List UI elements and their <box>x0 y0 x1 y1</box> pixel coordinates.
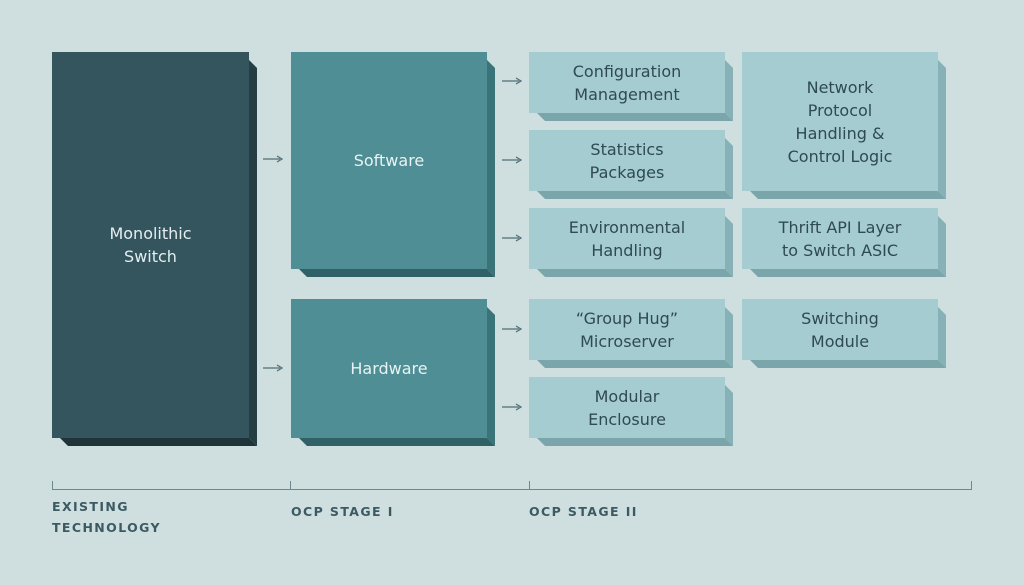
network-protocol-label: Network Protocol Handling & Control Logi… <box>742 52 938 191</box>
modular-enclosure-block: Modular Enclosure <box>529 377 733 446</box>
arrow-right-icon <box>502 325 522 333</box>
configuration-management-block: Configuration Management <box>529 52 733 121</box>
ocp-stage-1-label: OCP STAGE I <box>291 504 394 519</box>
environmental-handling-label: Environmental Handling <box>529 208 725 269</box>
software-label: Software <box>291 52 487 269</box>
hardware-label: Hardware <box>291 299 487 438</box>
arrow-right-icon <box>502 403 522 411</box>
arrow-right-icon <box>263 155 283 163</box>
group-hug-microserver-label: “Group Hug” Microserver <box>529 299 725 360</box>
thrift-api-block: Thrift API Layer to Switch ASIC <box>742 208 946 277</box>
arrow-right-icon <box>502 156 522 164</box>
switching-module-label: Switching Module <box>742 299 938 360</box>
statistics-packages-label: Statistics Packages <box>529 130 725 191</box>
switching-module-block: Switching Module <box>742 299 946 368</box>
network-protocol-block: Network Protocol Handling & Control Logi… <box>742 52 946 199</box>
ocp-stage-2-label: OCP STAGE II <box>529 504 638 519</box>
environmental-handling-block: Environmental Handling <box>529 208 733 277</box>
existing-technology-label: EXISTING TECHNOLOGY <box>52 499 161 535</box>
arrow-right-icon <box>502 77 522 85</box>
group-hug-microserver-block: “Group Hug” Microserver <box>529 299 733 368</box>
monolithic-switch-block: Monolithic Switch <box>52 52 257 446</box>
arrow-right-icon <box>263 364 283 372</box>
monolithic-switch-label: Monolithic Switch <box>52 52 249 438</box>
modular-enclosure-label: Modular Enclosure <box>529 377 725 438</box>
thrift-api-label: Thrift API Layer to Switch ASIC <box>742 208 938 269</box>
configuration-management-label: Configuration Management <box>529 52 725 113</box>
statistics-packages-block: Statistics Packages <box>529 130 733 199</box>
arrow-right-icon <box>502 234 522 242</box>
software-block: Software <box>291 52 495 277</box>
hardware-block: Hardware <box>291 299 495 446</box>
